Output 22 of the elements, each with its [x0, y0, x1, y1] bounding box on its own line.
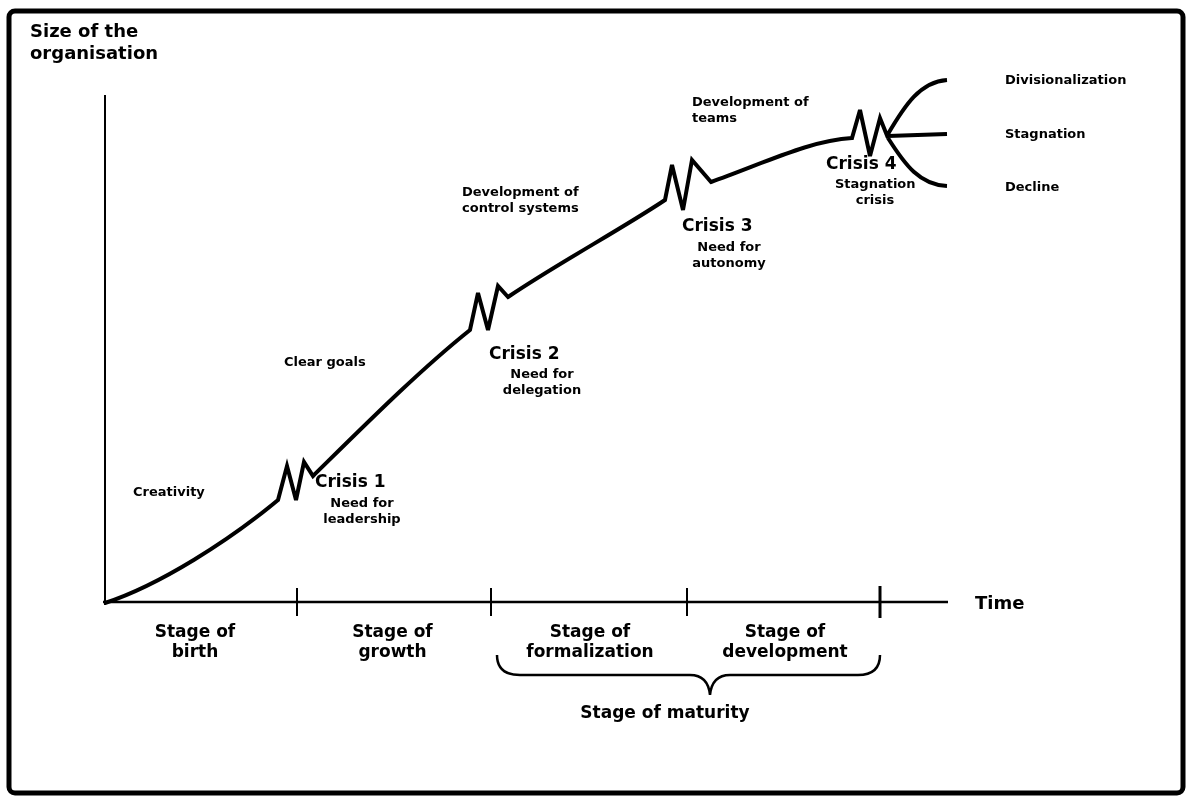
stage-note: Development of teams	[692, 94, 810, 126]
stage-note: Development of control systems	[462, 184, 580, 216]
heading-label: Size of the organisation	[30, 20, 160, 64]
stage-note: Creativity	[133, 484, 206, 500]
heading-label: Stage of birth	[153, 621, 237, 662]
heading-label: Crisis 3	[682, 215, 754, 236]
heading-label: Crisis 2	[489, 343, 561, 364]
heading-label: Stage of formalization	[525, 621, 655, 662]
stage-note: Need for autonomy	[691, 239, 767, 271]
stage-note: Stagnation	[1005, 126, 1087, 142]
heading-label: Stage of development	[721, 621, 849, 662]
stage-note: Stagnation crisis	[835, 176, 915, 208]
heading-label: Stage of growth	[351, 621, 434, 662]
stage-note: Need for delegation	[501, 366, 583, 398]
heading-label: Time	[975, 592, 1026, 614]
stage-note: Need for leadership	[322, 495, 402, 527]
heading-label: Crisis 4	[826, 153, 898, 174]
heading-label: Stage of maturity	[579, 702, 751, 723]
heading-label: Crisis 1	[315, 471, 387, 492]
stage-note: Decline	[1005, 179, 1061, 195]
stage-note: Divisionalization	[1005, 72, 1128, 88]
stage-note: Clear goals	[284, 354, 367, 370]
